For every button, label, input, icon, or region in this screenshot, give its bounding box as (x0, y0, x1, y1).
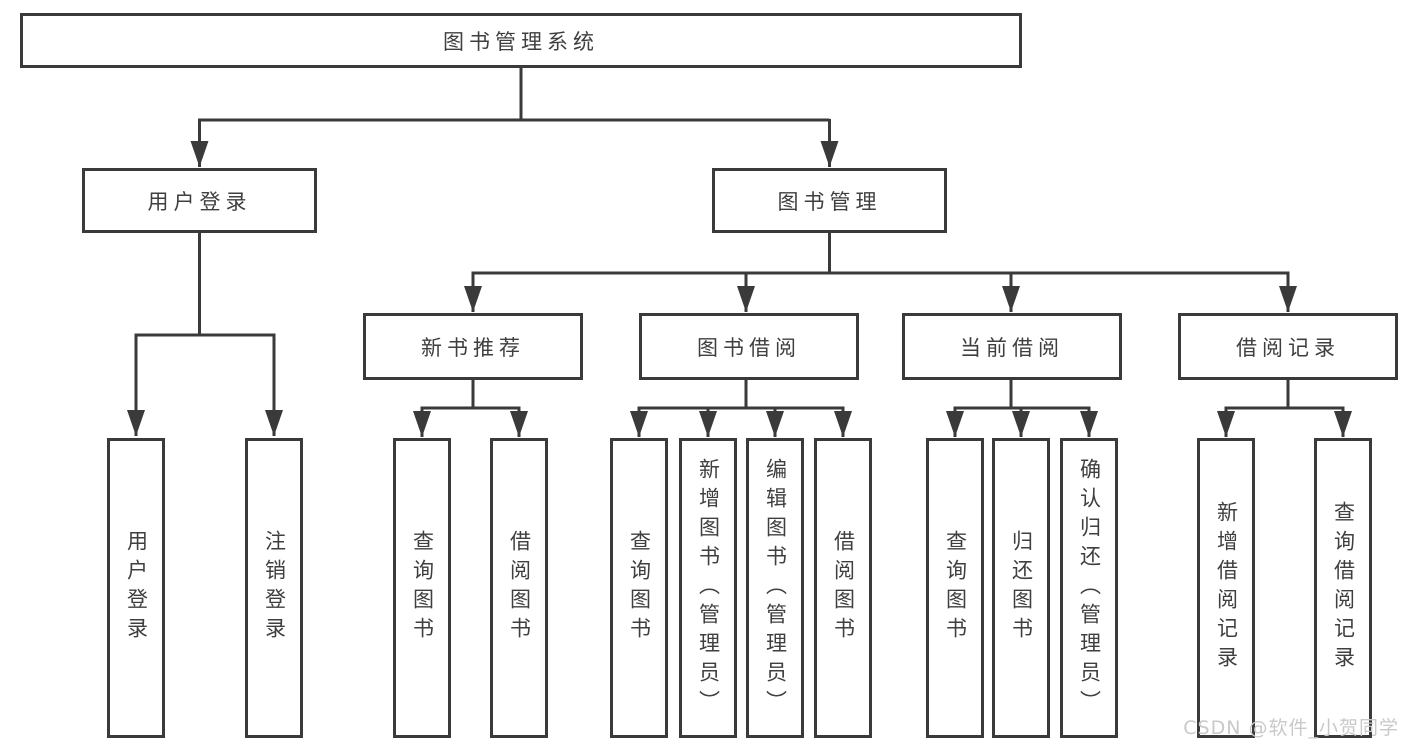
node-borrow-records: 借阅记录 (1178, 313, 1398, 380)
leaf-query-books-current-label: 查询图书 (943, 530, 968, 646)
connector-current-borrow-to-leaves (946, 380, 1098, 437)
connector-root-to-level2 (190, 68, 839, 167)
leaf-edit-book-admin-label: 编辑图书（管理员） (763, 457, 788, 719)
leaf-borrow-books-recommend: 借阅图书 (490, 438, 548, 738)
connector-new-book-to-leaves (413, 380, 528, 437)
node-root: 图书管理系统 (20, 13, 1022, 68)
connector-book-management-to-level3 (464, 233, 1297, 312)
leaf-borrow-books: 借阅图书 (814, 438, 872, 738)
leaf-query-books-borrow-label: 查询图书 (627, 530, 652, 646)
leaf-logout-login: 注销登录 (245, 438, 303, 738)
node-book-borrow-label: 图书借阅 (697, 335, 801, 360)
leaf-borrow-books-label: 借阅图书 (831, 530, 856, 646)
node-book-management: 图书管理 (712, 168, 947, 233)
leaf-query-books-borrow: 查询图书 (610, 438, 668, 738)
leaf-confirm-return-admin: 确认归还（管理员） (1060, 438, 1118, 738)
leaf-query-borrow-record: 查询借阅记录 (1314, 438, 1372, 738)
leaf-query-borrow-record-label: 查询借阅记录 (1331, 501, 1356, 675)
node-book-management-label: 图书管理 (777, 189, 882, 214)
connector-book-borrow-to-leaves (630, 380, 852, 437)
leaf-return-book: 归还图书 (992, 438, 1050, 738)
leaf-borrow-books-recommend-label: 借阅图书 (507, 530, 532, 646)
node-user-login-label: 用户登录 (147, 189, 252, 214)
leaf-return-book-label: 归还图书 (1009, 530, 1034, 646)
node-current-borrow: 当前借阅 (902, 313, 1122, 380)
leaf-confirm-return-admin-label: 确认归还（管理员） (1077, 457, 1102, 719)
leaf-edit-book-admin: 编辑图书（管理员） (746, 438, 804, 738)
leaf-query-books-recommend: 查询图书 (393, 438, 451, 738)
leaf-add-borrow-record: 新增借阅记录 (1197, 438, 1255, 738)
leaf-query-books-current: 查询图书 (926, 438, 984, 738)
node-new-book-recommend-label: 新书推荐 (421, 335, 525, 360)
node-borrow-records-label: 借阅记录 (1236, 335, 1340, 360)
leaf-add-book-admin: 新增图书（管理员） (679, 438, 737, 738)
leaf-logout-login-label: 注销登录 (262, 530, 287, 646)
leaf-query-books-recommend-label: 查询图书 (410, 530, 435, 646)
leaf-add-borrow-record-label: 新增借阅记录 (1214, 501, 1239, 675)
connector-borrow-records-to-leaves (1217, 380, 1352, 437)
leaf-user-login: 用户登录 (107, 438, 165, 738)
connector-user-login-to-leaves (127, 233, 283, 436)
node-book-borrow: 图书借阅 (639, 313, 859, 380)
watermark: CSDN @软件_小贺同学 (1183, 717, 1399, 739)
node-current-borrow-label: 当前借阅 (960, 335, 1064, 360)
node-user-login: 用户登录 (82, 168, 317, 233)
leaf-user-login-label: 用户登录 (124, 530, 149, 646)
node-root-label: 图书管理系统 (443, 29, 599, 54)
leaf-add-book-admin-label: 新增图书（管理员） (696, 457, 721, 719)
node-new-book-recommend: 新书推荐 (363, 313, 583, 380)
